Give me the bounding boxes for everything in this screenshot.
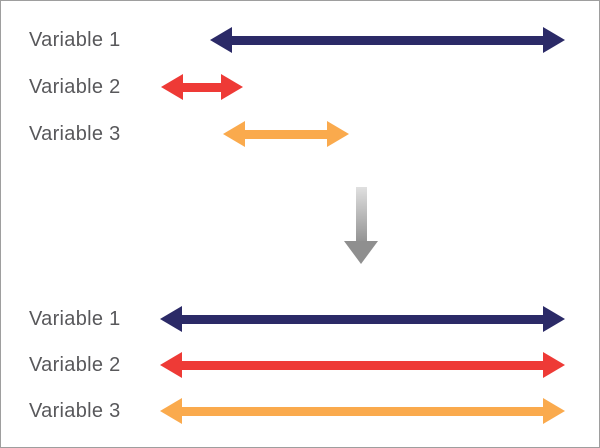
down-arrow-shaft <box>355 187 367 241</box>
arrow-right-head-icon <box>543 27 565 53</box>
after-variable-1-range-arrow <box>160 306 565 332</box>
arrow-shaft <box>245 129 327 139</box>
arrow-left-head-icon <box>161 74 183 100</box>
arrow-left-head-icon <box>160 352 182 378</box>
before-variable-2-label: Variable 2 <box>29 76 121 98</box>
arrow-left-head-icon <box>160 306 182 332</box>
arrow-shaft <box>182 360 543 370</box>
arrow-shaft <box>182 406 543 416</box>
arrow-left-head-icon <box>210 27 232 53</box>
after-variable-2-range-arrow <box>160 352 565 378</box>
arrow-right-head-icon <box>543 352 565 378</box>
after-variable-2-label: Variable 2 <box>29 354 121 376</box>
arrow-right-head-icon <box>543 306 565 332</box>
arrow-shaft <box>232 35 543 45</box>
before-variable-1-range-arrow <box>210 27 565 53</box>
after-variable-3-range-arrow <box>160 398 565 424</box>
down-arrow-head <box>344 241 378 264</box>
arrow-shaft <box>183 82 221 92</box>
before-variable-3-label: Variable 3 <box>29 123 121 145</box>
down-arrow-icon <box>344 187 378 264</box>
after-variable-3-label: Variable 3 <box>29 400 121 422</box>
before-variable-3-range-arrow <box>223 121 349 147</box>
arrow-right-head-icon <box>543 398 565 424</box>
arrow-right-head-icon <box>327 121 349 147</box>
before-variable-1-label: Variable 1 <box>29 29 121 51</box>
after-variable-1-label: Variable 1 <box>29 308 121 330</box>
arrow-left-head-icon <box>160 398 182 424</box>
arrow-shaft <box>182 314 543 324</box>
arrow-right-head-icon <box>221 74 243 100</box>
before-variable-2-range-arrow <box>161 74 243 100</box>
arrow-left-head-icon <box>223 121 245 147</box>
